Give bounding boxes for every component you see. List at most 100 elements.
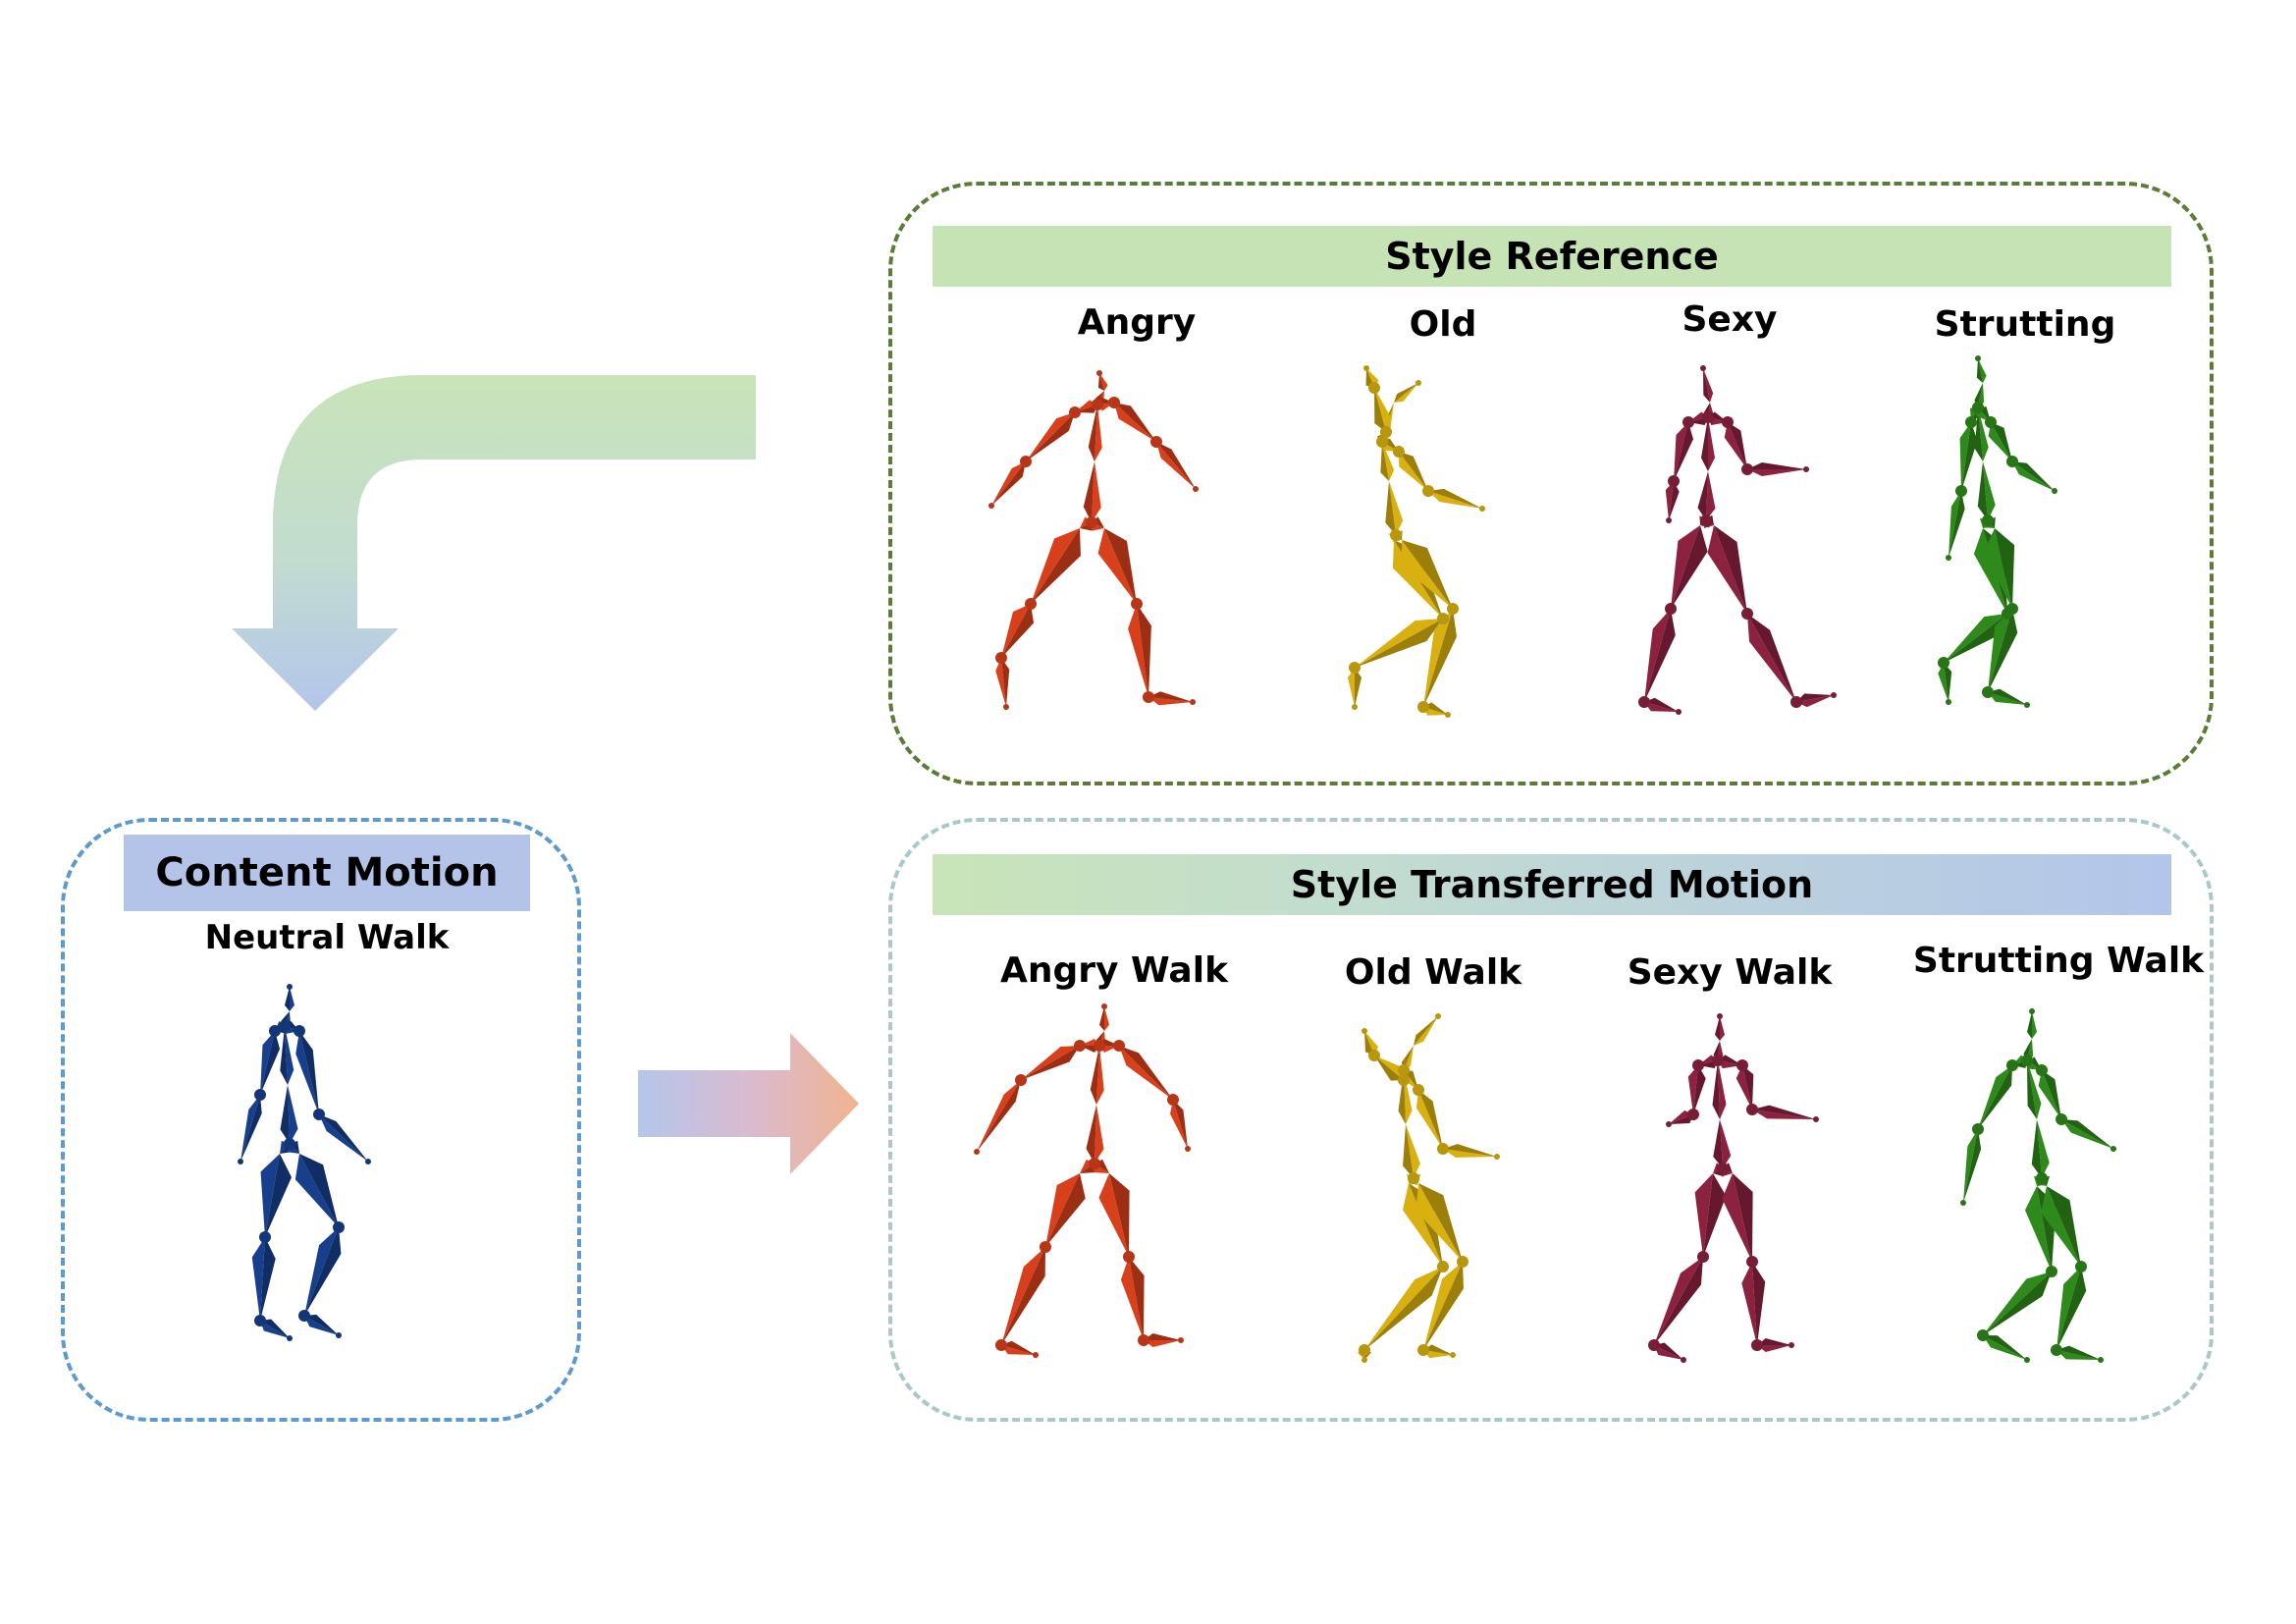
skeleton-strutting-tip-lto [1946,699,1951,705]
skeleton-strutting-tip-lwr [1946,555,1951,561]
skeleton-sexy-bone-lkn-lan-shade [1644,609,1676,702]
skeleton-sexy-bone-rsh-rel [1724,422,1747,469]
skeleton-old-bone-rhip-rkn-shade [1402,540,1453,609]
skeleton-sexy-tip-lwr [1666,517,1672,523]
skeleton-angry-walk [974,1003,1191,1358]
skeleton-sexy-bone-rhip-rkn-shade [1714,525,1747,614]
skeleton-old-walk [1358,1013,1500,1363]
skeleton-strutting-bone-lan-lto [1938,663,1949,702]
skeleton-sexy-bone-neck-head [1703,368,1714,403]
skeleton-sexy-walk-tip-rwr [1813,1116,1819,1122]
skeleton-angry-joint-lkn [1025,598,1037,610]
skeleton-angry-walk-joint-ran [1138,1334,1149,1346]
skeleton-sexy-walk-joint-ran [1751,1339,1763,1351]
style-transferred-title: Style Transferred Motion [933,854,2171,915]
skeleton-sexy-walk-bone-lhip-lkn-shade [1703,1173,1727,1257]
skeleton-old-walk-joint-lan [1359,1344,1370,1356]
skeleton-sexy-bone-spine-chest-shade [1701,417,1708,471]
skeleton-strutting-walk-bone-rel-rwr-shade [2061,1119,2113,1149]
skeleton-strutting-walk-joint-rel [2056,1113,2067,1125]
skeleton-neutral-walk-bone-lkn-lan [251,1237,265,1321]
skeleton-strutting-bone-neck-head-shade [1976,358,1983,383]
skeleton-sexy-bone-rkn-ran-shade [1747,614,1796,702]
skeleton-old-bone-lsh-lel [1374,388,1392,432]
skeleton-angry-walk-joint-rsh [1113,1040,1125,1052]
skeleton-angry-walk-joint-hip [1089,1158,1100,1169]
skeleton-angry-joint-rsh [1108,397,1120,408]
skeleton-old-walk-bone-hip-spine [1406,1124,1420,1178]
skeleton-strutting-walk-bone-rkn-ran-shade [2056,1267,2087,1350]
skeleton-strutting-bone-hip-spine [1983,461,1996,520]
skeleton-sexy-tip-rto [1831,692,1837,698]
skeleton-angry-tip-rwr [1193,486,1199,492]
skeleton-old-bone-spine-chest [1382,442,1395,481]
skeleton-sexy-joint-lel [1668,475,1680,487]
skeleton-angry-joint-chest [1092,399,1103,410]
skeleton-sexy-walk-joint-hip [1717,1163,1729,1174]
skeleton-strutting-bone-rel-rwr-shade [2012,461,2055,491]
skeleton-strutting-joint-rsh [1985,416,1997,428]
skeleton-angry-joint-ran [1143,691,1154,703]
skeleton-old-walk-bone-lel-lwr-shade [1364,1031,1374,1056]
skeleton-old-walk-bone-rhip-rkn-shade [1418,1183,1463,1262]
skeleton-neutral-walk-bone-rkn-ran-shade [304,1227,342,1316]
skeleton-neutral-walk-joint-lsh [269,1025,281,1037]
skeleton-strutting-walk-tip-rwr [2110,1146,2116,1152]
skeleton-old-walk-bone-rel-rwr-shade [1443,1144,1497,1157]
transfer-label-sexy-walk: Sexy Walk [1627,952,1833,993]
skeleton-old-joint-chest [1376,436,1388,448]
skeleton-strutting-walk-bone-lsh-lel-shade [1978,1065,2012,1129]
skeleton-neutral-walk-bone-lsh-lel-shade [260,1031,281,1095]
skeleton-angry-bone-spine-chest-shade [1088,405,1097,461]
skeleton-old-joint-lel [1368,382,1380,394]
skeleton-old-tip-lwr [1363,365,1369,371]
skeleton-neutral-walk-bone-rsh-rel [295,1031,319,1114]
skeleton-strutting-bone-rsh-rel [1988,422,2012,461]
skeleton-sexy-walk-bone-lsh-lel [1687,1065,1698,1114]
skeleton-sexy-bone-hip-spine [1706,471,1716,520]
skeleton-sexy-walk-bone-rsh-rel [1735,1065,1752,1110]
skeleton-angry-walk-bone-rsh-rel-shade [1119,1046,1173,1100]
skeleton-angry-walk-tip-lto [1033,1352,1039,1358]
skeleton-old-walk-bone-lsh-lel-shade [1374,1056,1404,1081]
skeleton-neutral-walk-tip-rto [336,1332,342,1338]
skeleton-angry-tip-head [1096,370,1102,376]
skeleton-sexy-bone-lel-lwr-shade [1669,481,1680,520]
skeleton-angry-bone-ran-rto [1148,697,1193,706]
skeleton-sexy-walk-bone-rhip-rkn-shade [1733,1173,1753,1262]
skeleton-neutral-walk-bone-ran-rto-shade [304,1314,339,1335]
skeleton-old-bone-rsh-rel-shade [1399,452,1428,491]
skeleton-angry-walk-bone-hip-spine [1095,1105,1104,1164]
skeleton-strutting-walk-joint-lel [1972,1123,1984,1135]
skeleton-strutting-walk-bone-hip-spine-shade [2031,1119,2042,1178]
skeleton-sexy-walk-bone-lel-lwr [1669,1110,1693,1124]
style-label-sexy: Sexy [1682,299,1778,340]
skeleton-angry-walk-bone-spine-chest [1096,1046,1104,1105]
skeleton-angry-walk-bone-rhip-rkn [1098,1173,1129,1257]
skeleton-sexy-bone-lel-lwr [1665,481,1674,520]
skeleton-neutral-walk-bone-lhip-lkn [260,1154,280,1237]
skeleton-old-walk-bone-rsh-rel [1415,1090,1443,1149]
skeleton-angry [988,370,1199,710]
skeleton-sexy-walk-bone-rsh-rel-shade [1742,1065,1754,1110]
skeleton-strutting-joint-ran [1982,686,1994,698]
skeleton-neutral-walk-bone-lhip-lkn-shade [265,1154,293,1237]
skeleton-angry-joint-rkn [1131,598,1143,610]
skeleton-old-joint-hip [1390,529,1402,541]
skeleton-strutting-bone-lsh-lel-shade [1961,422,1978,491]
skeleton-angry-bone-hip-spine [1092,461,1101,522]
skeleton-angry-walk-bone-rhip-rkn-shade [1109,1173,1130,1257]
skeleton-angry-joint-lan [995,652,1007,664]
skeleton-old-walk-bone-lkn-lan-shade [1364,1267,1443,1350]
skeleton-sexy-tip-head [1700,365,1706,371]
skeleton-sexy-bone-rel-rwr [1747,469,1806,476]
skeleton-strutting-joint-lsh [1965,416,1977,428]
skeleton-sexy-walk-joint-rel [1746,1104,1758,1115]
skeleton-sexy-joint-ran [1790,696,1802,708]
skeleton-neutral-walk-joint-rel [313,1109,325,1120]
skeleton-sexy [1638,365,1837,715]
skeleton-neutral-walk-bone-neck-head [290,987,294,1011]
skeleton-sexy-joint-chest [1702,411,1714,423]
right-arrow-shape [638,1033,859,1174]
skeleton-strutting-bone-hip-spine-shade [1977,461,1988,520]
